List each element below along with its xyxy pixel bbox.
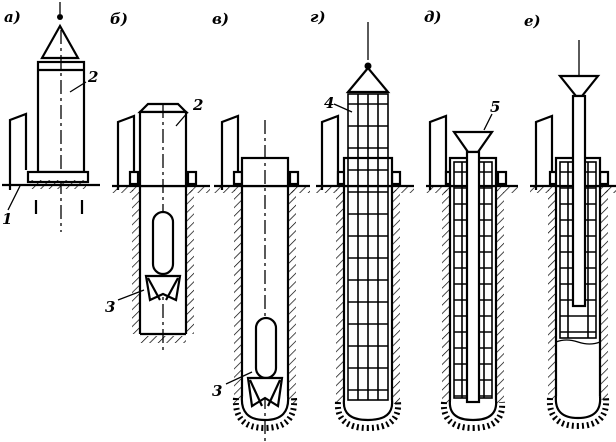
callout-casing-a: 2 bbox=[87, 68, 98, 86]
stage-label-d: д) bbox=[424, 8, 442, 26]
stage-label-v: в) bbox=[212, 10, 229, 28]
stage-v-drilling-deep: 3 bbox=[212, 114, 310, 442]
callout-cage: 4 bbox=[324, 94, 334, 112]
stage-a-casing-installation: 2 1 bbox=[2, 2, 100, 232]
stage-label-e: е) bbox=[524, 12, 541, 30]
stage-g-cage-installation: 4 bbox=[316, 22, 414, 432]
callout-drill-b: 3 bbox=[105, 298, 115, 316]
stage-label-b: б) bbox=[110, 10, 128, 28]
callout-guide: 1 bbox=[2, 210, 12, 228]
stage-label-a: а) bbox=[4, 8, 21, 26]
stage-label-g: г) bbox=[310, 8, 326, 26]
stage-d-tremie-installation: 5 bbox=[426, 98, 518, 432]
callout-casing-b: 2 bbox=[192, 96, 203, 114]
stage-b-drilling: 2 3 bbox=[105, 96, 210, 350]
callout-drill-v: 3 bbox=[212, 382, 222, 400]
stage-e-concreting bbox=[530, 40, 616, 430]
callout-tremie: 5 bbox=[490, 98, 500, 116]
